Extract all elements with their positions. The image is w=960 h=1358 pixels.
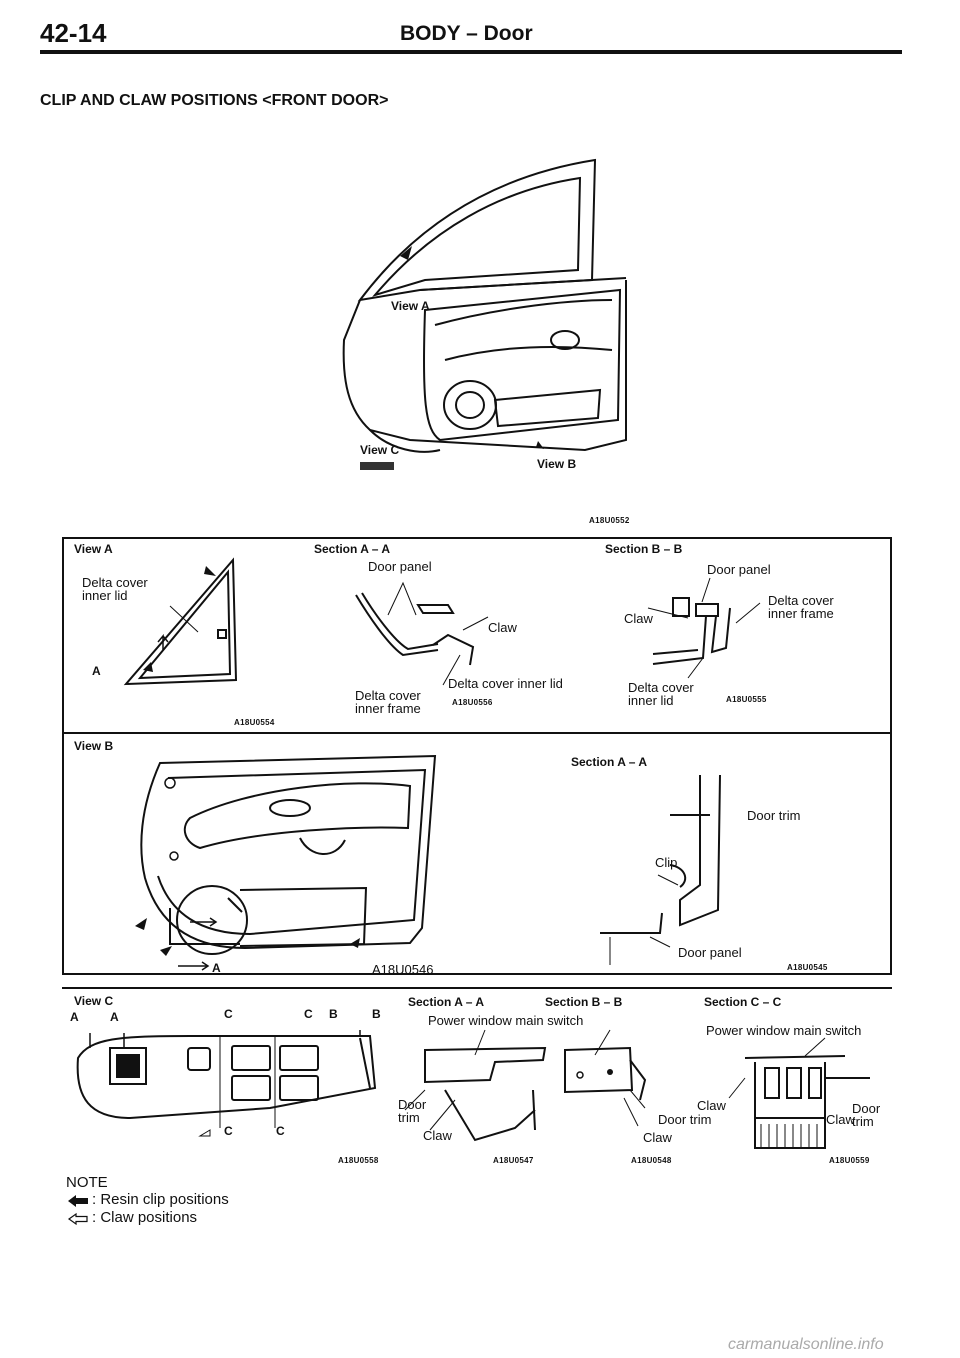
view-a-section-aa-delta-cover-inner-lid-label: Delta cover inner lid (448, 676, 563, 691)
front-door-overview-illustration (342, 158, 627, 470)
watermark: carmanualsonline.info (728, 1336, 884, 1353)
note-claw-positions-line: : Claw positions (92, 1209, 198, 1226)
page-number: 42-14 (40, 18, 107, 48)
view-c-section-cc-figure-code: A18U0559 (829, 1156, 870, 1165)
view-c-c-label-4: C (276, 1124, 285, 1138)
view-b-section-aa-figure-code: A18U0545 (787, 963, 828, 972)
view-a-section-bb-illustration (647, 577, 761, 679)
view-c-switch-panel-illustration (76, 1030, 377, 1137)
view-a-illustration (123, 557, 238, 686)
view-a-title: View A (74, 542, 113, 556)
view-b-door-trim-illustration (135, 754, 437, 971)
view-c-section-cc-door-trim-label: Door trim (852, 1101, 881, 1129)
view-a-section-bb-figure-code: A18U0555 (726, 695, 767, 704)
view-c-section-bb-illustration (564, 1029, 647, 1127)
view-a-section-aa-title: Section A – A (314, 542, 391, 556)
view-c-section-cc-illustration (728, 1037, 870, 1149)
view-c-section-aa-title: Section A – A (408, 995, 485, 1009)
row-divider-2 (62, 987, 892, 989)
note-resin-clip-line: : Resin clip positions (92, 1191, 229, 1208)
view-a-section-aa-door-panel-label: Door panel (368, 559, 432, 574)
view-c-section-aa-claw-label: Claw (423, 1128, 452, 1143)
view-c-section-bb-figure-code: A18U0548 (631, 1156, 672, 1165)
view-a-section-bb-delta-cover-inner-frame-label: Delta cover inner frame (768, 593, 834, 621)
note-heading: NOTE (66, 1174, 108, 1191)
view-b-section-aa-door-panel-label: Door panel (678, 945, 742, 960)
page-title: BODY – Door (400, 22, 533, 45)
view-c-a-label-2: A (110, 1010, 119, 1024)
view-c-section-bb-claw-label: Claw (643, 1130, 672, 1145)
view-c-section-cc-claw-label-1: Claw (697, 1098, 726, 1113)
view-a-figure-code: A18U0554 (234, 718, 275, 727)
view-a-section-bb-claw-label: Claw (624, 611, 653, 626)
view-c-section-aa-figure-code: A18U0547 (493, 1156, 534, 1165)
view-b-figure-code: A18U0546 (372, 962, 434, 977)
overview-view-c-label: View C (360, 443, 400, 457)
view-c-section-bb-door-trim-label: Door trim (658, 1112, 712, 1127)
view-c-c-label-2: C (304, 1007, 313, 1021)
claw-arrow-icon (67, 1212, 88, 1226)
view-a-section-bb-title: Section B – B (605, 542, 683, 556)
view-a-section-aa-delta-cover-inner-frame-label: Delta cover inner frame (355, 688, 421, 716)
view-a-section-bb-door-panel-label: Door panel (707, 562, 771, 577)
view-c-section-bb-title: Section B – B (545, 995, 623, 1009)
view-c-a-label-1: A (70, 1010, 79, 1024)
overview-figure-code: A18U0552 (589, 516, 630, 525)
view-c-section-cc-claw-label-2: Claw (826, 1112, 855, 1127)
view-c-section-cc-title: Section C – C (704, 995, 782, 1009)
header-rule (40, 50, 902, 54)
view-c-section-aa-illustration (404, 1029, 547, 1142)
view-b-section-aa-illustration (600, 774, 721, 965)
view-b-section-aa-title: Section A – A (571, 755, 648, 769)
view-c-section-aa-power-window-main-switch-label: Power window main switch (428, 1013, 584, 1028)
view-b-a-label: A (212, 961, 221, 975)
view-a-section-bb-delta-cover-inner-lid-label: Delta cover inner lid (628, 680, 694, 708)
overview-view-b-label: View B (537, 457, 577, 471)
view-c-c-label-1: C (224, 1007, 233, 1021)
view-c-figure-code: A18U0558 (338, 1156, 379, 1165)
view-a-section-aa-illustration (355, 581, 489, 686)
diagram-frame (62, 537, 892, 975)
view-c-b-label-2: B (372, 1007, 381, 1021)
view-c-section-cc-power-window-main-switch-label: Power window main switch (706, 1023, 862, 1038)
view-c-b-label-1: B (329, 1007, 338, 1021)
view-a-section-aa-figure-code: A18U0556 (452, 698, 493, 707)
overview-view-a-label: View A (391, 299, 430, 313)
view-a-section-aa-claw-label: Claw (488, 620, 517, 635)
resin-clip-arrow-icon (68, 1195, 88, 1207)
view-a-a-label: A (92, 664, 101, 678)
view-b-section-aa-clip-label: Clip (655, 855, 678, 870)
row-divider-1 (62, 732, 892, 734)
view-b-section-aa-door-trim-label: Door trim (747, 808, 801, 823)
view-c-title: View C (74, 994, 114, 1008)
view-a-delta-cover-inner-lid-label: Delta cover inner lid (82, 575, 148, 603)
view-b-title: View B (74, 739, 114, 753)
section-title: CLIP AND CLAW POSITIONS <FRONT DOOR> (40, 92, 389, 109)
view-c-c-label-3: C (224, 1124, 233, 1138)
view-c-section-aa-door-trim-label: Door trim (398, 1097, 427, 1125)
